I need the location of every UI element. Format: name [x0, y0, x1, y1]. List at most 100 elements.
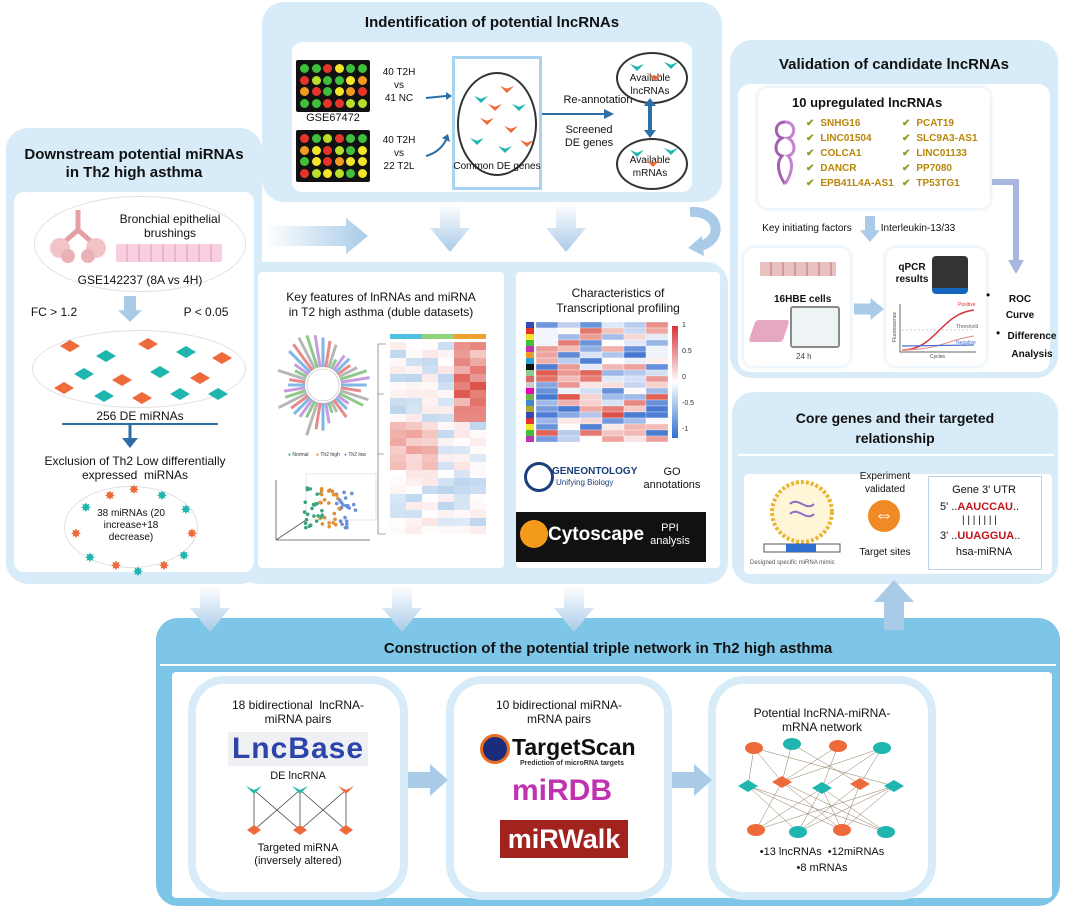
- pca-point: [347, 506, 352, 510]
- pca-point: [312, 514, 316, 518]
- microarray-spot: [357, 157, 367, 166]
- common-de-label: Common DE genes: [453, 161, 541, 172]
- mirna-diamond: [150, 366, 170, 378]
- circ-bar: [334, 357, 351, 374]
- heat-cell: [390, 486, 406, 494]
- lnc-node: [246, 786, 262, 794]
- heat-cell: [470, 358, 486, 366]
- qpcr-machine-icon: [932, 256, 968, 294]
- circ-bar: [334, 396, 348, 410]
- network-edge: [781, 747, 883, 783]
- brushing-label: Bronchial epithelial brushings: [119, 212, 221, 240]
- reannotation-label: Re-annotation: [563, 94, 633, 106]
- mirna-diamond: [54, 382, 74, 394]
- scale-label: -0.5: [682, 400, 695, 407]
- heat-cell: [454, 478, 470, 486]
- heat-cell: [454, 358, 470, 366]
- heat-cell: [470, 462, 486, 470]
- circ-bar: [324, 402, 331, 424]
- heat-cell: [454, 390, 470, 398]
- heat-cell: [438, 398, 454, 406]
- heat-cell: [438, 382, 454, 390]
- circ-bar: [284, 389, 307, 399]
- lung-icon: [50, 210, 106, 263]
- targetscan-icon: [480, 734, 510, 764]
- counts-line-1: •13 lncRNAs •12miRNAs: [759, 846, 885, 858]
- circ-bar: [327, 344, 338, 369]
- common-de-circle: [457, 72, 537, 176]
- microarray-spot: [323, 98, 332, 108]
- heat-cell: [422, 398, 438, 406]
- microarray-spot: [300, 157, 309, 166]
- heat-cell: [406, 502, 422, 510]
- upregulated-title: 10 upregulated lncRNAs: [792, 95, 943, 110]
- mirna-diamond: [170, 388, 190, 400]
- microarray-spot: [311, 145, 321, 155]
- microarray-spot: [346, 145, 355, 155]
- network-node: [772, 776, 792, 788]
- available-m-label: Available mRNAs: [629, 155, 671, 179]
- heat-cell: [438, 502, 454, 510]
- heat-cell: [406, 366, 422, 374]
- mirna-diamond: [190, 372, 210, 384]
- pca-point: [304, 517, 309, 522]
- heat-cell: [406, 414, 422, 422]
- pca-point: [333, 522, 338, 527]
- mirna-diamond: [60, 340, 80, 352]
- scale-label: -1: [682, 426, 689, 433]
- gene-chevron: [504, 126, 518, 133]
- correlation-heatmap: [526, 321, 678, 443]
- heat-cell: [454, 462, 470, 470]
- heat-cell: [422, 422, 438, 430]
- core-divider: [738, 454, 1054, 456]
- targetscan-logo: TargetScan: [512, 734, 636, 760]
- gene-left-3: ✔DANCR: [806, 163, 857, 174]
- mirna-star: ✸: [110, 558, 122, 573]
- mirna-star: ✸: [80, 500, 92, 515]
- counts-line-2: •8 mRNAs: [796, 862, 848, 874]
- heat-cell: [422, 518, 438, 526]
- heat-cell: [470, 502, 486, 510]
- circ-bar: [292, 343, 314, 372]
- heat-cell: [406, 430, 422, 438]
- pca-point: [314, 502, 318, 506]
- microarray-spot: [300, 64, 309, 73]
- heat-cell: [454, 366, 470, 374]
- microarray-spot: [334, 64, 344, 73]
- gene-name: COLCA1: [820, 148, 862, 159]
- network-node: [783, 738, 801, 750]
- p-label: P < 0.05: [183, 305, 229, 319]
- mirna-star: ✸: [104, 488, 116, 503]
- heat-cell: [470, 398, 486, 406]
- lnc-node: [292, 786, 308, 794]
- heat-cell: [390, 374, 406, 382]
- circ-bar: [336, 394, 350, 405]
- go-logo: GENEONTOLOGY: [552, 466, 638, 477]
- pca-point: [322, 498, 327, 502]
- pca-point: [320, 508, 324, 513]
- cytoscape-icon: [520, 520, 548, 548]
- heat-cell: [438, 422, 454, 430]
- comparison-1: 40 T2H vs 41 NC: [382, 67, 416, 104]
- go-annotations-label: GO annotations: [643, 466, 701, 491]
- microarray-spot: [300, 145, 309, 155]
- heat-cell: [454, 446, 470, 454]
- s5-suffix: ..: [1013, 501, 1020, 513]
- heat-cell: [470, 414, 486, 422]
- negative-label: Negative: [956, 340, 976, 346]
- pca-point: [303, 500, 308, 505]
- heat-cell: [406, 462, 422, 470]
- circ-bar: [283, 386, 306, 393]
- heat-cell: [422, 470, 438, 478]
- heat-cell: [422, 358, 438, 366]
- box3-title: Potential lncRNA-miRNA- mRNA network: [753, 706, 891, 734]
- pca-point: [337, 498, 342, 502]
- pca-point: [319, 515, 324, 519]
- de-bracket: [62, 423, 218, 448]
- heat-cell: [422, 502, 438, 510]
- network-node: [884, 780, 904, 792]
- gene-name: SNHG16: [820, 118, 861, 129]
- pairing-bars: | | | | | | |: [962, 515, 997, 526]
- heat-cell: [454, 502, 470, 510]
- available-lnc-label: Available lncRNAs: [629, 73, 671, 97]
